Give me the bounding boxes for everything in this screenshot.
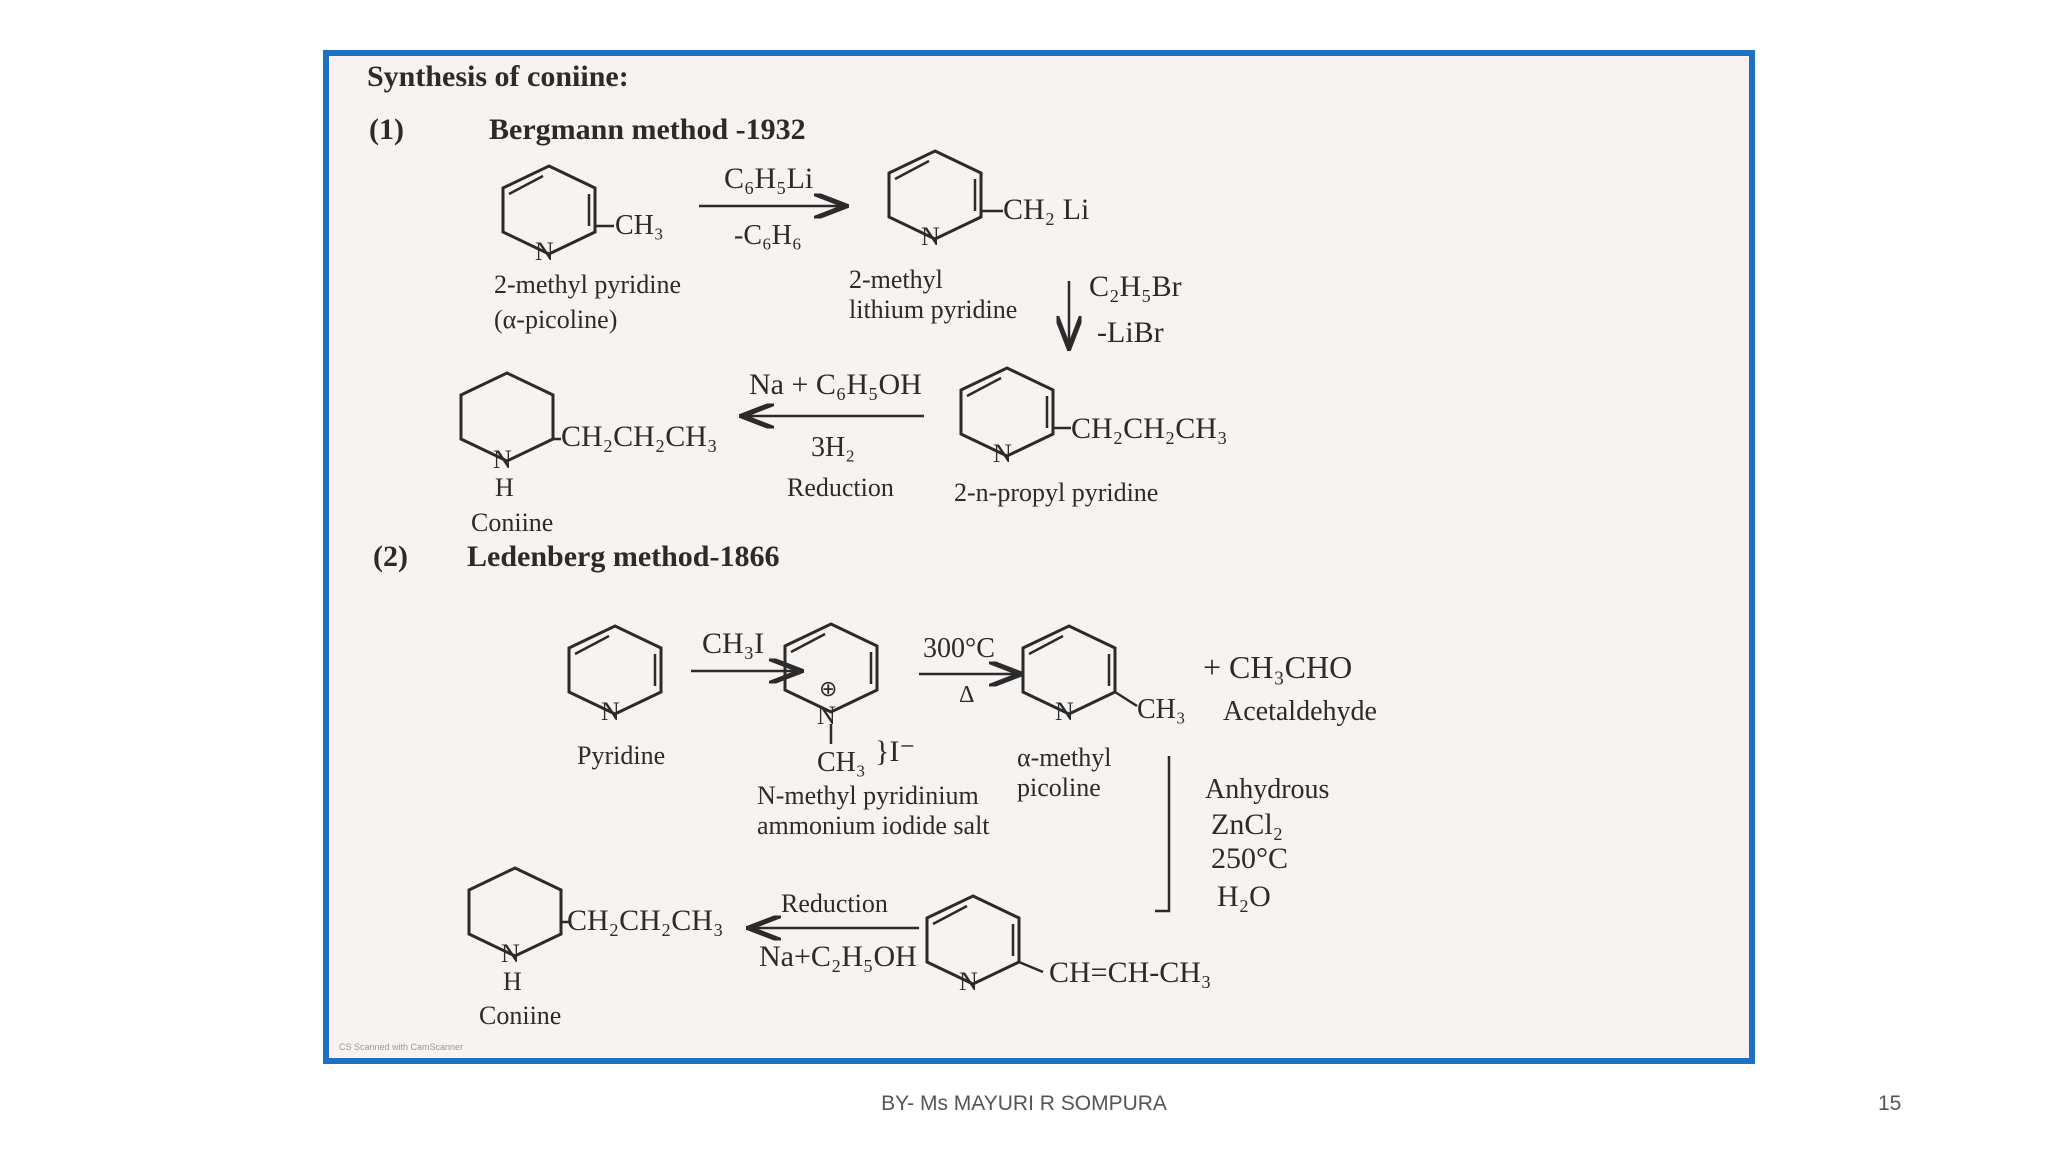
synthesis-scheme: Synthesis of coniine: (1) Bergmann metho… — [339, 60, 1377, 1052]
nitrogen-atom: N — [601, 697, 620, 726]
substituent-label: CH=CH-CH₃ — [1049, 956, 1211, 989]
method2-name: Ledenberg method-1866 — [467, 540, 779, 573]
reagent-label: Na+C₂H₅OH — [759, 940, 917, 973]
substituent-label: CH₂CH₂CH₃ — [567, 904, 723, 937]
intermediate-name: 2-methyl — [849, 265, 943, 294]
pyridine-ring-propenyl — [925, 894, 1044, 986]
nitrogen-atom: N — [817, 701, 836, 730]
reactant-name: Pyridine — [577, 741, 665, 770]
reactant-alt-name: (α-picoline) — [494, 305, 617, 334]
hydrogen-atom: H — [503, 967, 522, 996]
reaction-type-label: Reduction — [787, 473, 894, 502]
reactant-name: 2-methyl pyridine — [494, 270, 681, 299]
acetaldehyde-label: Acetaldehyde — [1223, 696, 1377, 727]
method1-name: Bergmann method -1932 — [489, 113, 806, 146]
footer-author: BY- Ms MAYURI R SOMPURA — [881, 1092, 1167, 1115]
product-name: Coniine — [471, 508, 553, 537]
substituent-label: CH₂CH₂CH₃ — [561, 420, 717, 453]
byproduct-label: -C₆H₆ — [734, 220, 802, 251]
method1-number: (1) — [369, 113, 404, 146]
reagent-label: CH₃I — [702, 627, 764, 660]
reaction-type-label: Reduction — [781, 889, 888, 918]
reagent-label: 300°C — [923, 633, 995, 664]
reagent-label: 3H₂ — [811, 432, 855, 463]
iodide-ion: }I⁻ — [875, 735, 915, 768]
pyridinium-ring — [783, 622, 879, 744]
methyl-group: CH₃ — [1137, 694, 1186, 725]
intermediate-name: α-methyl — [1017, 743, 1112, 772]
nitrogen-atom: N — [501, 939, 520, 968]
pyridine-ring-propyl — [959, 366, 1071, 458]
intermediate-name: ammonium iodide salt — [757, 811, 990, 840]
piperidine-ring — [459, 371, 561, 463]
acetaldehyde-formula: + CH₃CHO — [1203, 649, 1352, 685]
scanner-watermark: CS Scanned with CamScanner — [339, 1042, 463, 1052]
substituent-label: CH₂CH₂CH₃ — [1071, 412, 1227, 445]
pyridine-ring-alpha-methyl — [1021, 624, 1138, 716]
product-name: Coniine — [479, 1001, 561, 1030]
methyl-group: CH₃ — [817, 747, 866, 778]
pyridine-ring-lithium — [887, 149, 1003, 241]
scheme-title: Synthesis of coniine: — [367, 60, 629, 93]
reagent-label: C₆H₅Li — [724, 162, 813, 195]
positive-charge: ⊕ — [819, 676, 837, 701]
intermediate-name: lithium pyridine — [849, 295, 1017, 324]
nitrogen-atom: N — [993, 439, 1012, 468]
hydrogen-atom: H — [495, 473, 514, 502]
nitrogen-atom: N — [493, 445, 512, 474]
condition-label: H₂O — [1217, 880, 1271, 913]
pyridine-ring — [567, 624, 663, 716]
piperidine-ring — [467, 866, 569, 958]
reagent-label: C₂H₅Br — [1089, 270, 1182, 303]
intermediate-name: N-methyl pyridinium — [757, 781, 979, 810]
nitrogen-atom: N — [921, 222, 940, 251]
byproduct-label: -LiBr — [1097, 316, 1164, 349]
nitrogen-atom: N — [1055, 697, 1074, 726]
intermediate-name: picoline — [1017, 773, 1101, 802]
method2-number: (2) — [373, 540, 408, 573]
nitrogen-atom: N — [535, 237, 554, 266]
condition-label: ZnCl₂ — [1211, 808, 1283, 841]
heat-symbol: Δ — [959, 682, 974, 708]
condition-bracket — [1155, 756, 1171, 913]
scanned-image-frame: Synthesis of coniine: (1) Bergmann metho… — [323, 50, 1755, 1064]
methyl-group: CH₃ — [615, 210, 664, 241]
intermediate-name: 2-n-propyl pyridine — [954, 478, 1158, 507]
reagent-label: Na + C₆H₅OH — [749, 368, 922, 401]
substituent-label: CH₂ Li — [1003, 193, 1089, 226]
page-number: 15 — [1878, 1092, 1902, 1115]
pyridine-ring-2-methyl — [501, 164, 614, 256]
condition-label: 250°C — [1211, 842, 1288, 875]
nitrogen-atom: N — [959, 967, 978, 996]
condition-label: Anhydrous — [1205, 774, 1329, 805]
